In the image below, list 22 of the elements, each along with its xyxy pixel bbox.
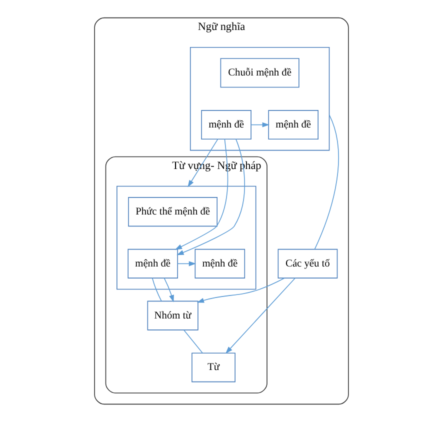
arrow bbox=[187, 138, 218, 188]
node-box: mệnh đề bbox=[194, 248, 245, 278]
node-box: mệnh đề bbox=[268, 110, 318, 140]
arrow bbox=[196, 278, 284, 303]
cluster bbox=[189, 46, 330, 151]
arrow bbox=[176, 138, 244, 256]
arrow bbox=[163, 278, 174, 302]
arrow bbox=[174, 138, 228, 250]
node-box: Nhóm từ bbox=[146, 300, 198, 330]
arrow bbox=[225, 278, 295, 354]
node-box: Từ bbox=[191, 352, 235, 382]
cluster bbox=[116, 186, 256, 290]
connector bbox=[183, 330, 202, 354]
node-box: mệnh đề bbox=[127, 248, 178, 278]
connector bbox=[151, 278, 162, 302]
node-box: mệnh đề bbox=[200, 110, 251, 140]
arrow bbox=[176, 261, 196, 266]
node-box: Phức thể mệnh đề bbox=[128, 197, 218, 227]
node-box: Các yếu tố bbox=[277, 248, 338, 278]
arrow bbox=[250, 122, 270, 128]
node-box: Chuỗi mệnh đề bbox=[220, 58, 299, 88]
connector bbox=[314, 114, 338, 250]
